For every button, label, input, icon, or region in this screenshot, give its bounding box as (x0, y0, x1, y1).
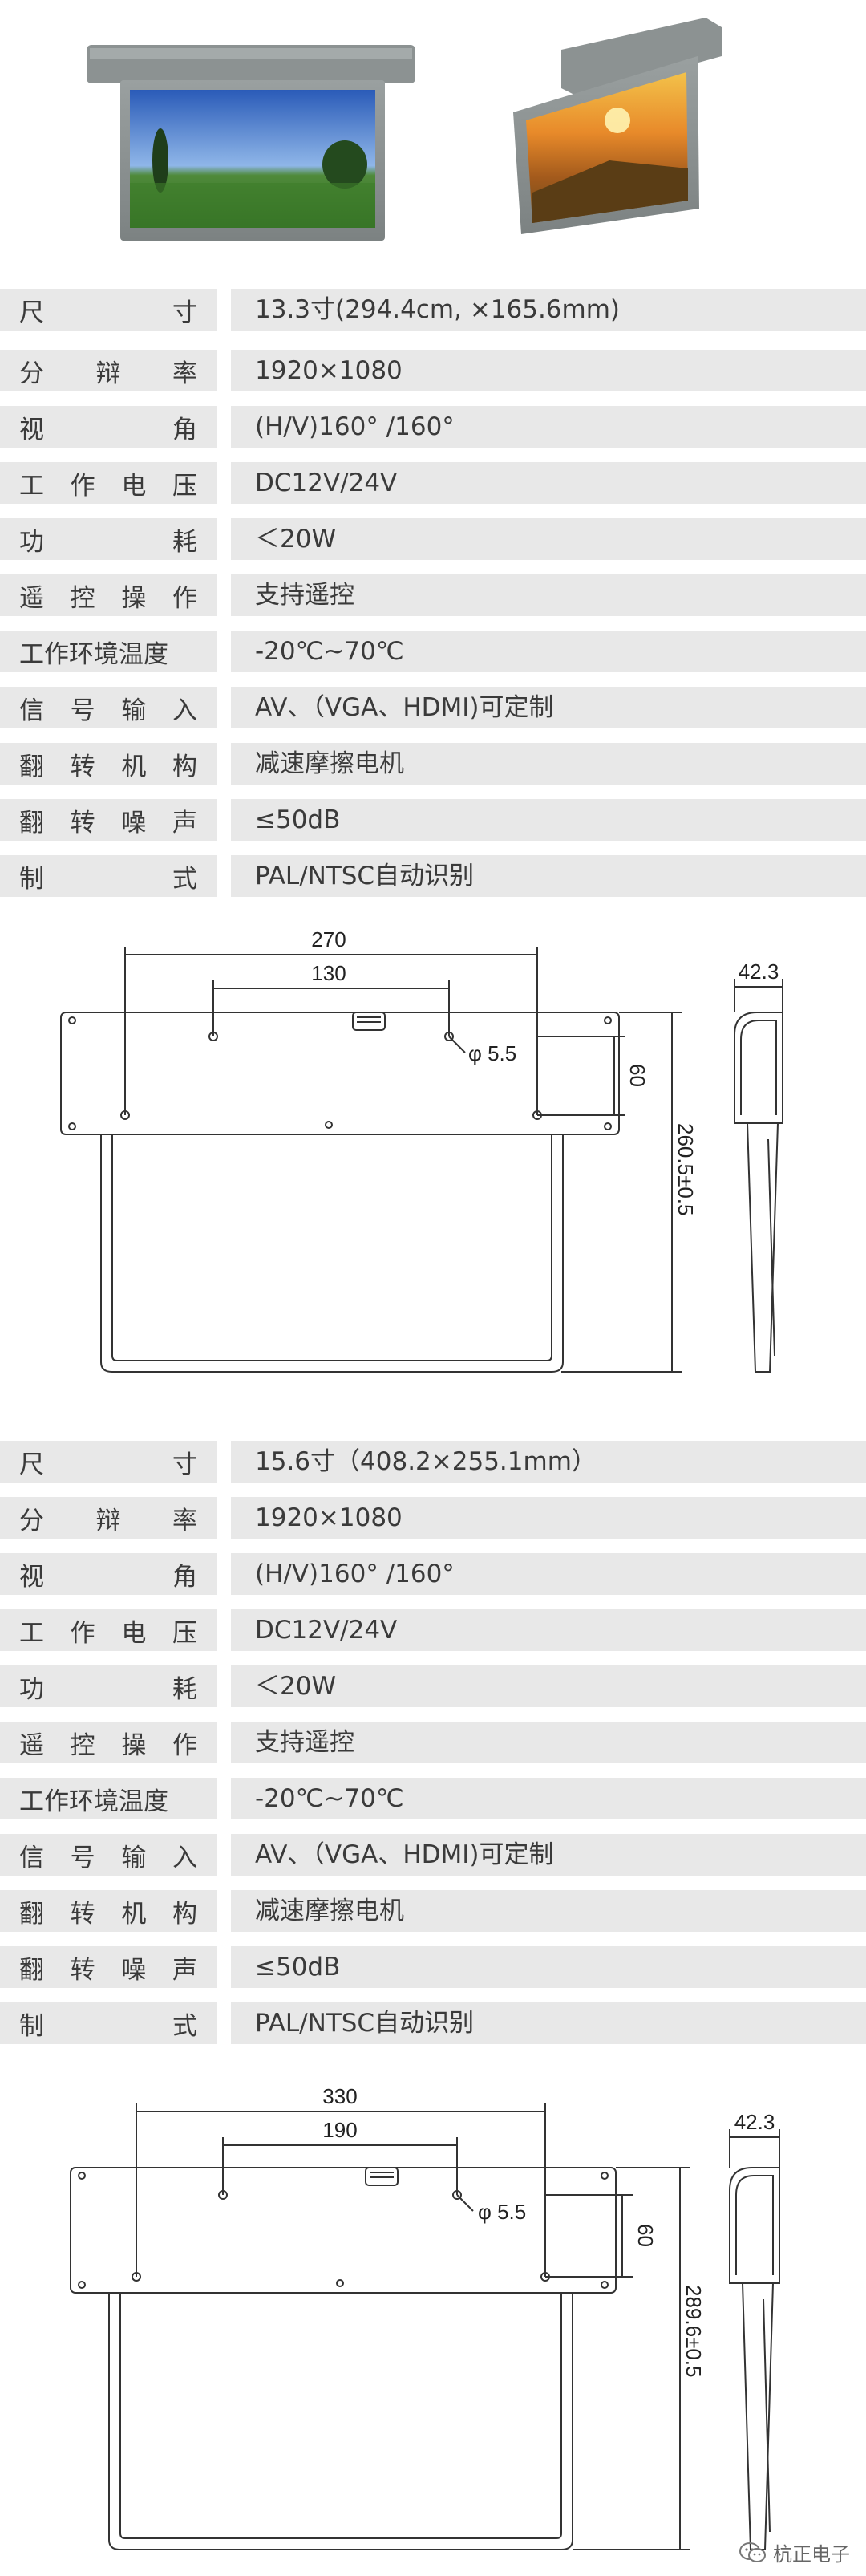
spec-value: DC12V/24V (255, 1616, 398, 1645)
spec-value: PAL/NTSC自动识别 (255, 862, 475, 890)
spec-row: 遥控操作 支持遥控 (0, 1722, 866, 1763)
spec-value: ＜20W (255, 525, 337, 554)
spec-row: 分辩率 1920×1080 (0, 1497, 866, 1539)
spec-value: ＜20W (255, 1672, 337, 1701)
spec-row: 遥控操作 支持遥控 (0, 574, 866, 616)
dimension-drawing-13-3: 270 130 φ 5.5 60 260.5±0.5 42. (0, 923, 866, 1380)
spec-value: -20℃~70℃ (255, 1784, 404, 1813)
spec-label: 尺寸 (19, 1450, 197, 1479)
spec-row: 分辩率 1920×1080 (0, 350, 866, 391)
watermark-text: 杭正电子 (773, 2543, 850, 2566)
dim-hole-diameter: φ 5.5 (478, 2200, 526, 2224)
dim-outer-width: 270 (311, 927, 346, 951)
spec-value: AV、（VGA、HDMI)可定制 (255, 693, 554, 722)
spec-row: 信号输入 AV、（VGA、HDMI)可定制 (0, 687, 866, 728)
dim-inner-width: 190 (322, 2118, 357, 2142)
dim-mount-height: 60 (625, 1064, 650, 1087)
watermark: 杭正电子 (739, 2538, 850, 2566)
spec-label: 信号输入 (19, 696, 197, 725)
spec-row: 翻转机构 减速摩擦电机 (0, 743, 866, 785)
spec-label: 视角 (19, 415, 197, 444)
spec-label: 翻转噪声 (19, 808, 197, 838)
spec-label: 信号输入 (19, 1843, 197, 1872)
wechat-icon (739, 2542, 766, 2562)
spec-label: 遥控操作 (19, 583, 197, 613)
spec-value: 减速摩擦电机 (255, 749, 404, 778)
spec-label: 翻转机构 (19, 752, 197, 781)
spec-label: 翻转噪声 (19, 1955, 197, 1985)
spec-label: 翻转机构 (19, 1899, 197, 1929)
dim-depth: 42.3 (734, 2110, 775, 2134)
spec-value: -20℃~70℃ (255, 637, 404, 666)
spec-value: AV、（VGA、HDMI)可定制 (255, 1840, 554, 1869)
spec-row: 信号输入 AV、（VGA、HDMI)可定制 (0, 1834, 866, 1876)
spec-row: 工作环境温度 -20℃~70℃ (0, 631, 866, 672)
spec-value: DC12V/24V (255, 469, 398, 497)
spec-row: 尺寸 13.3寸(294.4cm, ×165.6mm) (0, 289, 866, 331)
spec-row: 视角 (H/V)160° /160° (0, 406, 866, 448)
dim-depth: 42.3 (739, 959, 779, 984)
spec-row: 工作电压 DC12V/24V (0, 462, 866, 504)
monitor-photo-front (87, 45, 415, 241)
dimension-drawing-15-6: 330 190 φ 5.5 60 289.6±0.5 42. (0, 2078, 866, 2559)
spec-value: 1920×1080 (255, 1503, 403, 1532)
dim-total-height: 289.6±0.5 (682, 2285, 706, 2377)
spec-label: 遥控操作 (19, 1730, 197, 1760)
spec-value: 支持遥控 (255, 581, 354, 610)
spec-label: 分辩率 (19, 1506, 197, 1535)
spec-label: 工作电压 (19, 471, 197, 501)
spec-label: 功耗 (19, 1674, 197, 1704)
spec-value: 支持遥控 (255, 1728, 354, 1757)
dim-hole-diameter: φ 5.5 (468, 1041, 516, 1065)
spec-label: 制式 (19, 2011, 197, 2041)
spec-label: 工作电压 (19, 1618, 197, 1648)
spec-label: 尺寸 (19, 298, 197, 327)
monitor-photo-angled (513, 18, 722, 234)
spec-row: 制式 PAL/NTSC自动识别 (0, 855, 866, 897)
spec-value: 减速摩擦电机 (255, 1897, 404, 1925)
spec-label: 工作环境温度 (19, 1787, 168, 1816)
spec-label: 制式 (19, 864, 197, 894)
spec-row: 工作电压 DC12V/24V (0, 1609, 866, 1651)
dim-outer-width: 330 (322, 2084, 357, 2108)
spec-value: PAL/NTSC自动识别 (255, 2009, 475, 2038)
spec-label: 分辩率 (19, 359, 197, 388)
dim-inner-width: 130 (311, 961, 346, 985)
spec-row: 功耗 ＜20W (0, 1665, 866, 1707)
spec-label: 工作环境温度 (19, 639, 168, 669)
spec-row: 视角 (H/V)160° /160° (0, 1553, 866, 1595)
spec-value: ≤50dB (255, 805, 341, 834)
spec-value: 13.3寸(294.4cm, ×165.6mm) (255, 295, 621, 324)
product-photos (0, 0, 866, 265)
dim-mount-height: 60 (633, 2224, 658, 2247)
spec-value: (H/V)160° /160° (255, 1560, 455, 1588)
dim-total-height: 260.5±0.5 (674, 1123, 698, 1215)
spec-row: 翻转噪声 ≤50dB (0, 799, 866, 841)
spec-row: 翻转噪声 ≤50dB (0, 1946, 866, 1988)
spec-row: 制式 PAL/NTSC自动识别 (0, 2002, 866, 2044)
spec-row: 尺寸 15.6寸（408.2×255.1mm） (0, 1441, 866, 1483)
spec-value: ≤50dB (255, 1953, 341, 1982)
spec-value: 15.6寸（408.2×255.1mm） (255, 1447, 597, 1476)
spec-row: 翻转机构 减速摩擦电机 (0, 1890, 866, 1932)
spec-row: 工作环境温度 -20℃~70℃ (0, 1778, 866, 1819)
spec-label: 功耗 (19, 527, 197, 557)
spec-value: (H/V)160° /160° (255, 412, 455, 441)
spec-label: 视角 (19, 1562, 197, 1592)
spec-value: 1920×1080 (255, 356, 403, 385)
spec-row: 功耗 ＜20W (0, 518, 866, 560)
